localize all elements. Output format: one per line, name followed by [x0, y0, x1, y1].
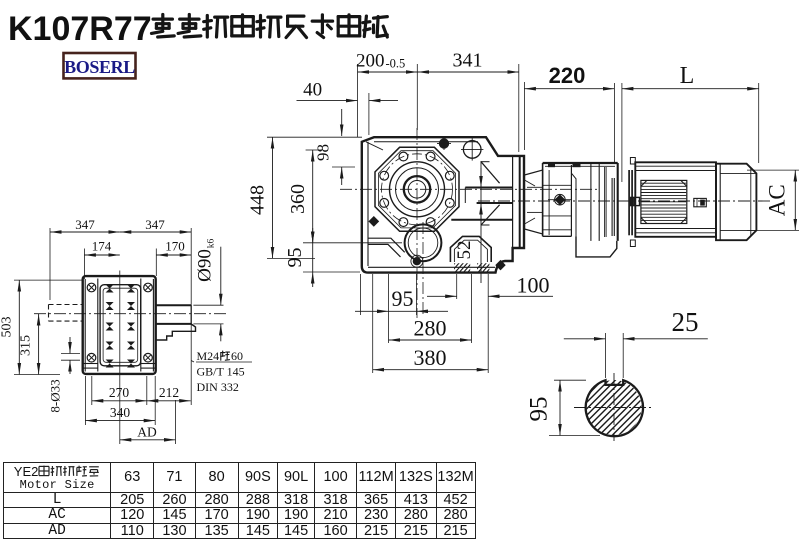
- svg-text:100: 100: [517, 273, 550, 298]
- svg-text:503: 503: [0, 317, 15, 338]
- svg-text:280: 280: [414, 316, 447, 341]
- svg-text:170: 170: [165, 239, 185, 254]
- svg-text:340: 340: [110, 405, 131, 420]
- svg-text:341: 341: [453, 49, 483, 71]
- svg-text:212: 212: [159, 385, 179, 400]
- svg-text:AD: AD: [137, 425, 157, 440]
- svg-text:52: 52: [454, 241, 475, 260]
- svg-text:380: 380: [414, 345, 447, 370]
- svg-text:220: 220: [549, 63, 586, 88]
- svg-text:200: 200: [356, 50, 385, 71]
- svg-text:347: 347: [145, 217, 165, 232]
- svg-text:40: 40: [303, 79, 322, 100]
- svg-text:95: 95: [392, 286, 414, 311]
- svg-text:BOSERL: BOSERL: [64, 57, 135, 77]
- svg-text:270: 270: [109, 385, 130, 400]
- svg-text:k6: k6: [207, 239, 217, 249]
- svg-text:GB/T 145: GB/T 145: [197, 365, 245, 379]
- svg-text:M24: M24: [197, 349, 220, 363]
- svg-text:347: 347: [75, 217, 95, 232]
- svg-text:8-Ø33: 8-Ø33: [48, 379, 63, 412]
- svg-text:95: 95: [284, 248, 306, 268]
- svg-text:L: L: [680, 63, 695, 89]
- svg-text:315: 315: [19, 335, 34, 356]
- svg-text:360: 360: [287, 184, 309, 214]
- svg-text:Ø90: Ø90: [195, 249, 216, 282]
- svg-text:448: 448: [247, 185, 269, 215]
- svg-text:K107R77: K107R77: [8, 10, 152, 48]
- svg-text:AC: AC: [765, 184, 790, 216]
- svg-text:98: 98: [314, 144, 333, 161]
- svg-text:-0.5: -0.5: [386, 57, 406, 71]
- svg-text:60: 60: [231, 349, 243, 363]
- svg-text:DIN 332: DIN 332: [197, 380, 239, 394]
- svg-text:174: 174: [92, 239, 112, 254]
- svg-text:95: 95: [526, 397, 553, 422]
- svg-text:25: 25: [672, 307, 699, 337]
